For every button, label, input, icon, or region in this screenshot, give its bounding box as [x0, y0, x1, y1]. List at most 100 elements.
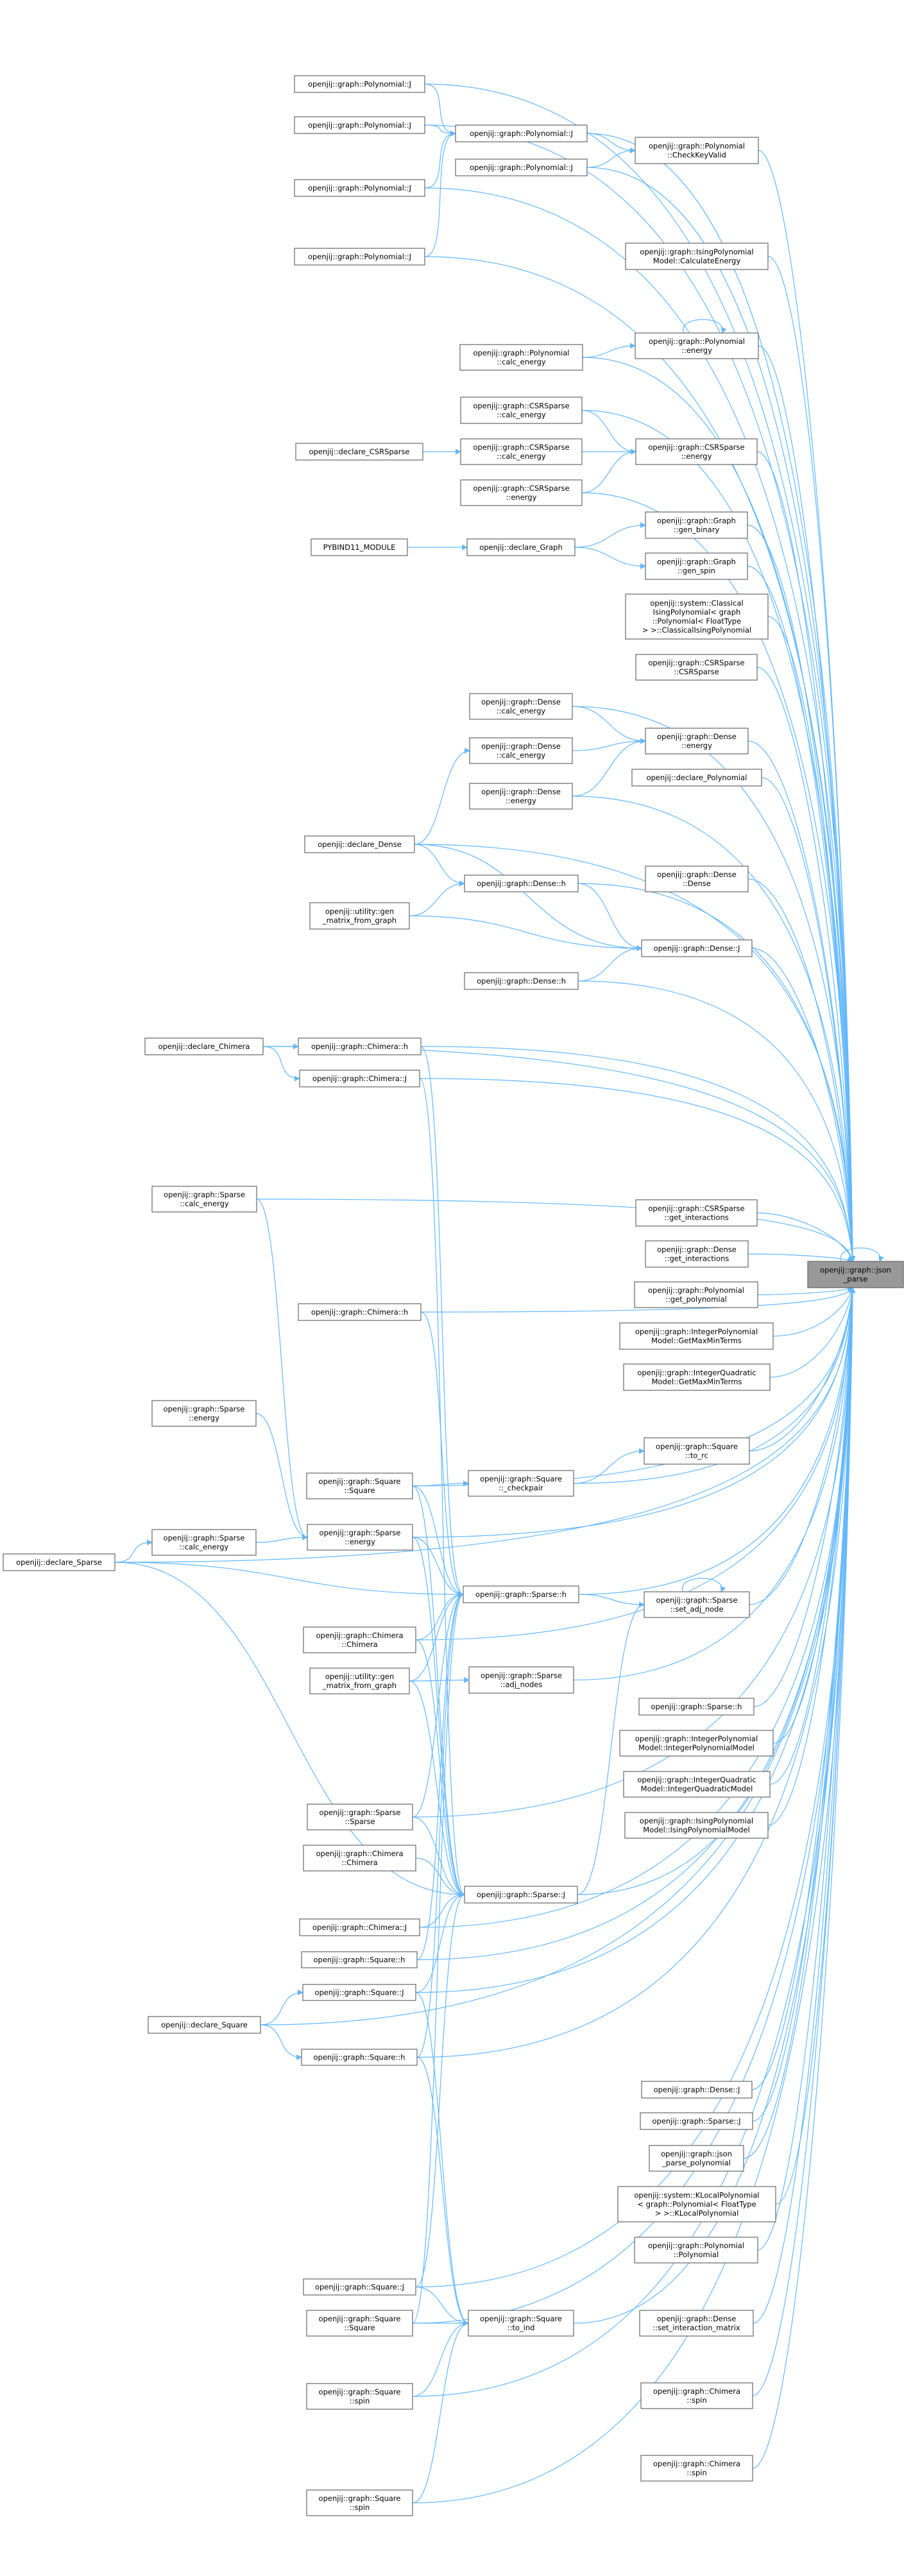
node-openjij-graph-chimera-spin[interactable]: openjij::graph::Chimera::spin — [640, 2455, 753, 2482]
node-openjij-declare-dense[interactable]: openjij::declare_Dense — [304, 835, 415, 853]
node-box — [634, 2237, 758, 2264]
node-openjij-graph-polynomial-j[interactable]: openjij::graph::Polynomial::J — [294, 75, 425, 93]
node-openjij-graph-polynomial-polynomial[interactable]: openjij::graph::Polynomial::Polynomial — [634, 2237, 758, 2264]
node-openjij-graph-polynomial-calc-energy[interactable]: openjij::graph::Polynomial::calc_energy — [459, 344, 583, 371]
node-openjij-graph-dense-set-interaction-matrix[interactable]: openjij::graph::Dense::set_interaction_m… — [639, 2310, 754, 2337]
node-label: openjij::graph::Polynomial::J — [308, 80, 411, 89]
node-openjij-graph-square-checkpair[interactable]: openjij::graph::Square::_checkpair — [468, 1470, 574, 1497]
node-openjij-graph-square-spin[interactable]: openjij::graph::Square::spin — [306, 2383, 413, 2410]
edge-iqg-to-json — [769, 1287, 855, 1378]
node-openjij-graph-graph-gen-binary[interactable]: openjij::graph::Graph::gen_binary — [645, 511, 748, 539]
node-openjij-graph-sparse-h[interactable]: openjij::graph::Sparse::h — [463, 1585, 579, 1603]
node-openjij-utility-gen-matrix-from-graph[interactable]: openjij::utility::gen_matrix_from_graph — [309, 1668, 410, 1694]
node-openjij-graph-dense-energy[interactable]: openjij::graph::Dense::energy — [645, 728, 749, 755]
node-openjij-utility-gen-matrix-from-graph[interactable]: openjij::utility::gen_matrix_from_graph — [309, 902, 410, 930]
node-openjij-graph-chimera-j[interactable]: openjij::graph::Chimera::J — [299, 1070, 420, 1088]
node-pybind11-module[interactable]: PYBIND11_MODULE — [311, 538, 408, 556]
node-openjij-graph-polynomial-j[interactable]: openjij::graph::Polynomial::J — [294, 248, 425, 266]
node-openjij-graph-csrsparse-get-interactions[interactable]: openjij::graph::CSRSparse::get_interacti… — [635, 1199, 758, 1227]
node-openjij-graph-square-j[interactable]: openjij::graph::Square::J — [303, 2278, 416, 2296]
node-openjij-declare-polynomial[interactable]: openjij::declare_Polynomial — [631, 769, 762, 787]
edge-sh2-to-json — [753, 1287, 856, 1707]
node-openjij-graph-sparse-energy[interactable]: openjij::graph::Sparse::energy — [151, 1400, 257, 1427]
node-openjij-graph-polynomial-j[interactable]: openjij::graph::Polynomial::J — [294, 179, 425, 197]
node-openjij-graph-dense-calc-energy[interactable]: openjij::graph::Dense::calc_energy — [469, 737, 573, 764]
node-openjij-graph-square-h[interactable]: openjij::graph::Square::h — [301, 1951, 418, 1968]
node-openjij-graph-csrsparse-csrsparse[interactable]: openjij::graph::CSRSparse::CSRSparse — [635, 654, 758, 681]
edge-gmx-to-dh — [409, 880, 465, 917]
node-openjij-system-klocalpolynomial-graph-polynomial-floattype-klocalpolynomial[interactable]: openjij::system::KLocalPolynomial< graph… — [617, 2186, 776, 2222]
node-openjij-graph-integerquadraticmodel-getmaxminterms[interactable]: openjij::graph::IntegerQuadraticModel::G… — [623, 1363, 771, 1391]
node-openjij-graph-dense-h[interactable]: openjij::graph::Dense::h — [464, 874, 579, 892]
node-label: openjij::graph::IntegerPolynomial — [635, 1734, 758, 1743]
node-box — [635, 1199, 758, 1227]
node-label: ::calc_energy — [497, 411, 546, 420]
node-openjij-graph-dense-j[interactable]: openjij::graph::Dense::J — [641, 939, 753, 957]
node-openjij-graph-dense-energy[interactable]: openjij::graph::Dense::energy — [469, 783, 573, 810]
node-openjij-graph-sparse-adj-nodes[interactable]: openjij::graph::Sparse::adj_nodes — [468, 1666, 574, 1694]
node-label: ::energy — [681, 452, 712, 461]
node-openjij-graph-sparse-j[interactable]: openjij::graph::Sparse::J — [640, 2112, 753, 2130]
node-openjij-graph-dense-j[interactable]: openjij::graph::Dense::J — [641, 2081, 753, 2099]
node-openjij-graph-isingpolynomialmodel-isingpolynomialmodel[interactable]: openjij::graph::IsingPolynomialModel::Is… — [624, 1812, 769, 1839]
node-openjij-declare-graph[interactable]: openjij::declare_Graph — [466, 538, 576, 556]
node-label: openjij::graph::Dense — [481, 787, 561, 796]
node-openjij-graph-sparse-energy[interactable]: openjij::graph::Sparse::energy — [307, 1524, 413, 1551]
node-label: _matrix_from_graph — [322, 916, 397, 925]
node-openjij-graph-sparse-set-adj-node[interactable]: openjij::graph::Sparse::set_adj_node — [644, 1591, 750, 1618]
node-openjij-graph-dense-h[interactable]: openjij::graph::Dense::h — [464, 972, 579, 990]
node-openjij-graph-polynomial-get-polynomial[interactable]: openjij::graph::Polynomial::get_polynomi… — [634, 1281, 758, 1308]
node-openjij-graph-sparse-h[interactable]: openjij::graph::Sparse::h — [638, 1698, 755, 1716]
node-openjij-graph-square-square[interactable]: openjij::graph::Square::Square — [306, 1472, 413, 1499]
node-openjij-graph-sparse-calc-energy[interactable]: openjij::graph::Sparse::calc_energy — [151, 1186, 257, 1213]
node-openjij-graph-integerquadraticmodel-integerquadraticmodel[interactable]: openjij::graph::IntegerQuadraticModel::I… — [623, 1771, 771, 1798]
node-openjij-system-classicalisingpolynomial-graph-polynomial-floattype-classicalisingpolynomial[interactable]: openjij::system::ClassicalIsingPolynomia… — [625, 593, 769, 640]
node-label: ::to_ind — [507, 2323, 535, 2332]
node-openjij-graph-polynomial-checkkeyvalid[interactable]: openjij::graph::Polynomial::CheckKeyVali… — [635, 137, 759, 164]
node-openjij-graph-polynomial-j[interactable]: openjij::graph::Polynomial::J — [294, 116, 425, 134]
node-openjij-graph-chimera-j[interactable]: openjij::graph::Chimera::J — [299, 1918, 420, 1936]
node-openjij-graph-json-parse-polynomial[interactable]: openjij::graph::json_parse_polynomial — [649, 2145, 744, 2172]
node-openjij-graph-chimera-chimera[interactable]: openjij::graph::Chimera::Chimera — [303, 1626, 416, 1653]
node-openjij-graph-chimera-spin[interactable]: openjij::graph::Chimera::spin — [640, 2382, 753, 2409]
node-openjij-graph-square-h[interactable]: openjij::graph::Square::h — [301, 2049, 418, 2066]
node-openjij-graph-chimera-h[interactable]: openjij::graph::Chimera::h — [298, 1303, 422, 1321]
node-openjij-graph-square-square[interactable]: openjij::graph::Square::Square — [306, 2310, 413, 2337]
node-openjij-graph-sparse-j[interactable]: openjij::graph::Sparse::J — [464, 1886, 578, 1904]
node-openjij-graph-csrsparse-calc-energy[interactable]: openjij::graph::CSRSparse::calc_energy — [460, 397, 583, 424]
node-box — [303, 2278, 416, 2296]
node-openjij-graph-csrsparse-calc-energy[interactable]: openjij::graph::CSRSparse::calc_energy — [460, 438, 583, 465]
node-label: openjij::graph::Square — [319, 2494, 401, 2503]
node-box — [294, 75, 425, 93]
node-openjij-graph-json-parse[interactable]: openjij::graph::json_parse — [807, 1261, 904, 1288]
node-openjij-graph-dense-get-interactions[interactable]: openjij::graph::Dense::get_interactions — [645, 1240, 749, 1268]
node-openjij-graph-square-spin[interactable]: openjij::graph::Square::spin — [306, 2489, 413, 2516]
node-openjij-graph-integerpolynomialmodel-integerpolynomialmodel[interactable]: openjij::graph::IntegerPolynomialModel::… — [619, 1730, 774, 1757]
node-openjij-graph-integerpolynomialmodel-getmaxminterms[interactable]: openjij::graph::IntegerPolynomialModel::… — [619, 1322, 774, 1350]
node-openjij-graph-square-to-rc[interactable]: openjij::graph::Square::to_rc — [644, 1437, 750, 1465]
node-openjij-graph-chimera-chimera[interactable]: openjij::graph::Chimera::Chimera — [303, 1845, 416, 1872]
node-openjij-graph-isingpolynomialmodel-calculateenergy[interactable]: openjij::graph::IsingPolynomialModel::Ca… — [625, 243, 769, 270]
node-openjij-graph-polynomial-j[interactable]: openjij::graph::Polynomial::J — [455, 158, 588, 176]
node-openjij-graph-dense-calc-energy[interactable]: openjij::graph::Dense::calc_energy — [469, 693, 573, 720]
node-openjij-graph-square-to-ind[interactable]: openjij::graph::Square::to_ind — [468, 2310, 574, 2337]
node-box — [295, 443, 423, 461]
node-label: openjij::graph::Graph — [657, 558, 736, 567]
node-openjij-graph-graph-gen-spin[interactable]: openjij::graph::Graph::gen_spin — [645, 552, 748, 580]
node-openjij-graph-polynomial-j[interactable]: openjij::graph::Polynomial::J — [455, 124, 588, 142]
node-openjij-declare-chimera[interactable]: openjij::declare_Chimera — [144, 1037, 264, 1055]
edge-declsq-to-json — [260, 1287, 856, 2026]
node-openjij-declare-csrsparse[interactable]: openjij::declare_CSRSparse — [295, 443, 423, 461]
node-openjij-graph-csrsparse-energy[interactable]: openjij::graph::CSRSparse::energy — [460, 479, 583, 506]
node-openjij-graph-dense-dense[interactable]: openjij::graph::Dense::Dense — [645, 866, 749, 892]
node-openjij-declare-sparse[interactable]: openjij::declare_Sparse — [3, 1553, 115, 1571]
node-openjij-graph-chimera-h[interactable]: openjij::graph::Chimera::h — [298, 1037, 422, 1055]
node-box — [641, 2081, 753, 2099]
node-openjij-graph-csrsparse-energy[interactable]: openjij::graph::CSRSparse::energy — [635, 438, 758, 465]
node-openjij-graph-sparse-calc-energy[interactable]: openjij::graph::Sparse::calc_energy — [151, 1529, 257, 1556]
node-openjij-graph-square-j[interactable]: openjij::graph::Square::J — [302, 1984, 416, 2001]
edge-csp-to-json — [752, 1287, 856, 2396]
node-openjij-graph-sparse-sparse[interactable]: openjij::graph::Sparse::Sparse — [307, 1804, 413, 1830]
node-openjij-graph-polynomial-energy[interactable]: openjij::graph::Polynomial::energy — [635, 332, 759, 359]
node-openjij-declare-square[interactable]: openjij::declare_Square — [148, 2016, 261, 2034]
